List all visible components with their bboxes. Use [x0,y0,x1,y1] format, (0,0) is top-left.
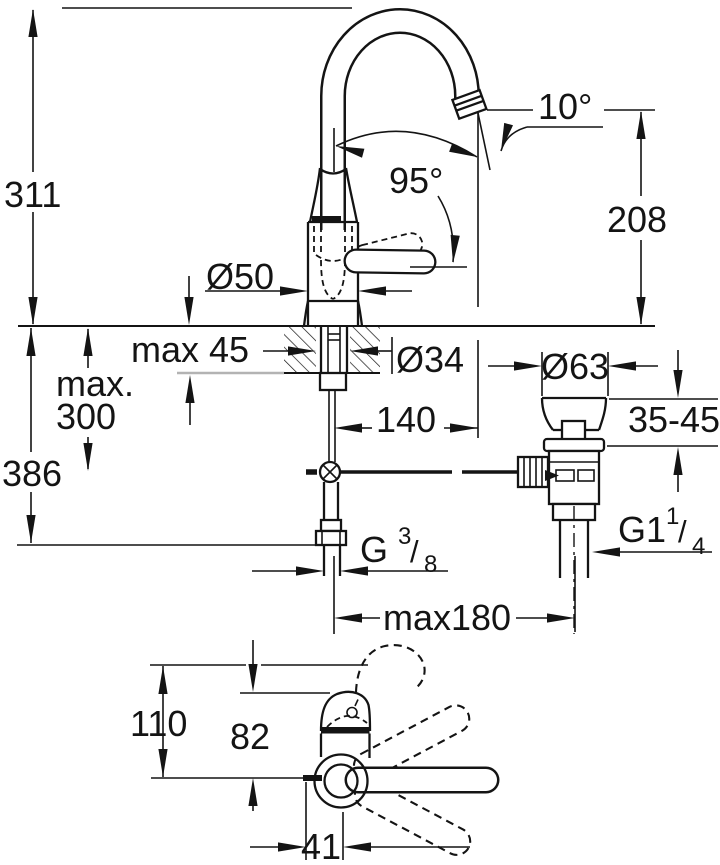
dim-o34-label: Ø34 [396,339,464,380]
dim-300-label: 300 [56,396,116,437]
dim-386-label: 386 [2,453,62,494]
dim-110-label: 110 [130,703,187,744]
dim-41-label: 41 [301,826,341,865]
dim-max45-label: max 45 [131,329,249,370]
dim-208-label: 208 [607,199,667,240]
dim-max-label: max. [56,363,134,404]
rod-clamp-screw [516,455,550,489]
supply-hose [314,482,348,576]
body-inner-circle [323,763,359,799]
drain-flange [542,437,606,453]
hood-front-bar [321,727,370,734]
dim-35-45: 35-45 [607,350,720,492]
front-view: 311 386 max. 300 max 45 [2,7,720,638]
dim-o50: Ø50 [205,256,412,297]
dim-o50-label: Ø50 [206,256,274,297]
dim-3545-label: 35-45 [628,399,720,440]
dim-max180-label: max180 [383,597,511,638]
dim-g38-sub: 8 [424,551,437,578]
lever-base-bar [312,216,341,223]
dim-max300: max. 300 [56,328,134,471]
mounting-nut [318,371,348,392]
top-view: 110 82 41 [130,640,500,865]
raised-lever-dashed [354,644,426,693]
dim-95-label: 95° [389,160,443,201]
dim-311: 311 [4,7,352,325]
dim-g114-main: G1 [618,509,666,550]
dim-110: 110 [130,664,368,779]
dim-95deg: 95° [333,128,478,263]
dim-max45: max 45 [131,276,249,425]
body-tab [303,775,322,781]
lever-open-dashed [352,232,424,268]
dim-10deg: 10° [477,86,655,307]
dim-o63: Ø63 [488,346,658,396]
valve-stem [560,419,587,442]
dim-311-label: 311 [4,174,61,215]
dim-82-label: 82 [230,716,270,757]
dim-140: 140 [334,340,479,440]
dim-g38-main: G [360,529,388,570]
dim-g114-sup: 1 [666,503,679,530]
dim-41: 41 [250,782,470,865]
hose-nut [314,529,348,547]
dim-208: 208 [607,111,667,325]
dim-o34: Ø34 [263,337,464,380]
hood-dot-detail [346,706,358,719]
dim-82: 82 [230,640,330,811]
dim-386: 386 [2,328,345,546]
dim-g114-slash: / [678,514,687,549]
mounting-shank [318,327,349,462]
dim-g114: G1 1 / 4 [592,503,712,560]
lever-hood-top [319,690,372,758]
lever-top [303,704,500,856]
spout [320,8,488,230]
dim-g38: G 3 / 8 [252,523,448,578]
dim-10-label: 10° [538,86,592,127]
dim-o63-label: Ø63 [541,346,609,387]
dim-140-label: 140 [376,399,436,440]
drain-valve [516,396,608,634]
dim-g114-sub: 4 [692,533,705,560]
dim-g38-sup: 3 [398,523,411,550]
lever-front [343,232,467,275]
pop-up-rod [306,460,518,484]
dim-g38-slash: / [410,534,419,569]
dim-max180: max180 [333,556,576,638]
